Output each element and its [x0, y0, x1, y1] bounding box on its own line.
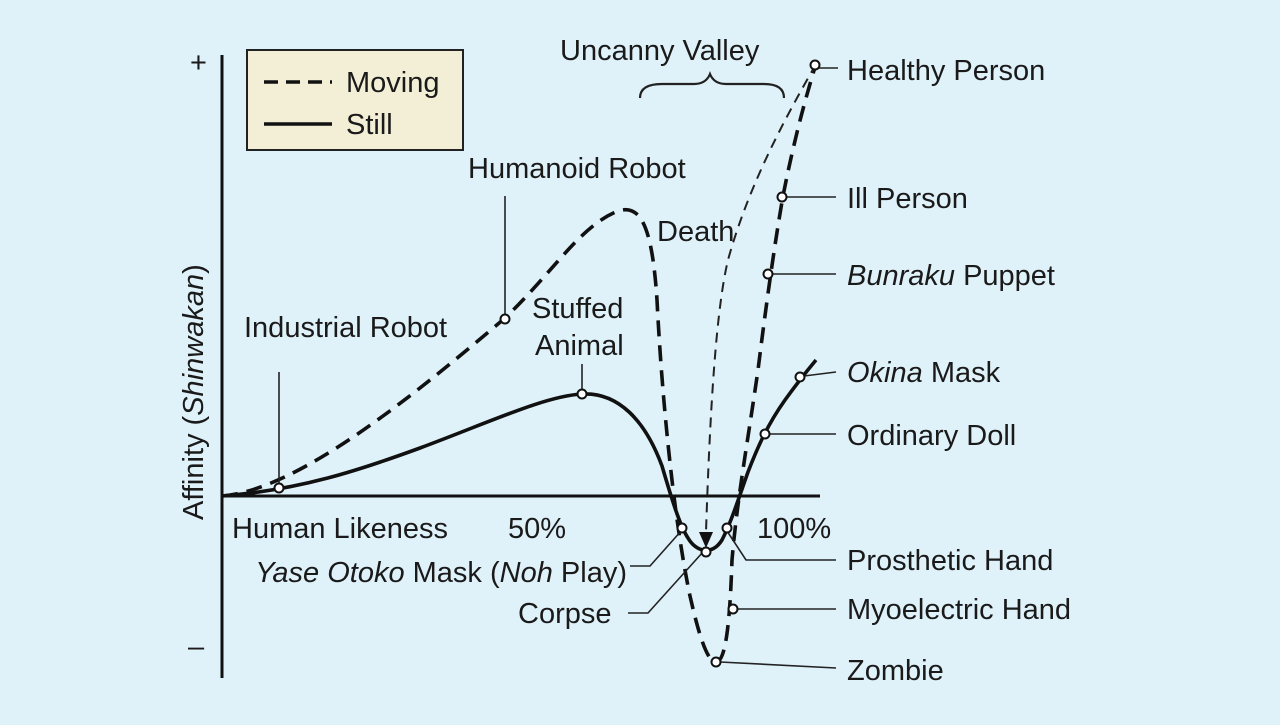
zombie-label: Zombie: [847, 655, 944, 687]
prosthetic-hand-leader: [726, 530, 836, 561]
death-arrowhead: [699, 532, 713, 548]
legend: Moving Still: [246, 49, 464, 151]
moving-curve: [221, 63, 818, 664]
okina-point: [794, 371, 806, 383]
ordinary-doll-label: Ordinary Doll: [847, 420, 1016, 452]
yase-otoko-leader: [630, 529, 683, 567]
uncanny-valley-brace: [638, 71, 786, 99]
prosthetic-hand-label: Prosthetic Hand: [847, 545, 1053, 577]
okina-mask-label: Okina Mask: [847, 357, 1001, 389]
ordinary-doll-point: [759, 428, 771, 440]
ill-person-label: Ill Person: [847, 183, 968, 215]
death-arrow-line: [705, 63, 817, 533]
zombie-point: [710, 656, 722, 668]
corpse-label: Corpse: [518, 598, 612, 630]
bunraku-puppet-label: Bunraku Puppet: [847, 260, 1055, 292]
corpse-point: [700, 546, 712, 558]
healthy-person-label: Healthy Person: [847, 55, 1045, 87]
yase-otoko-mask-label: Yase Otoko Mask (Noh Play): [255, 557, 627, 589]
ill-person-point: [776, 191, 788, 203]
myoelectric-hand-label: Myoelectric Hand: [847, 594, 1071, 626]
x-axis-label: Human Likeness: [232, 513, 448, 545]
y-axis-plus: +: [190, 47, 207, 79]
x-axis-tick-50: 50%: [508, 513, 566, 545]
x-axis-tick-100: 100%: [757, 513, 831, 545]
industrial-robot-point: [273, 482, 285, 494]
legend-box: [246, 49, 464, 151]
healthy-person-point: [809, 59, 821, 71]
legend-moving-label: Moving: [346, 67, 440, 99]
prosthetic-hand-point: [721, 522, 733, 534]
okina-leader: [803, 371, 837, 377]
industrial-robot-label: Industrial Robot: [244, 312, 447, 344]
y-axis-label: Affinity (Shinwakan): [178, 264, 210, 520]
stuffed-animal-label-line1: Stuffed: [532, 293, 623, 325]
zombie-leader: [719, 661, 837, 669]
bunraku-point: [762, 268, 774, 280]
stuffed-animal-label-line2: Animal: [535, 330, 624, 362]
yase-otoko-point: [676, 522, 688, 534]
death-label: Death: [657, 216, 734, 248]
y-axis-minus: –: [188, 631, 205, 663]
humanoid-robot-label: Humanoid Robot: [468, 153, 686, 185]
uncanny-valley-title: Uncanny Valley: [560, 35, 760, 67]
myoelectric-hand-point: [727, 603, 739, 615]
humanoid-robot-point: [499, 313, 511, 325]
legend-still-label: Still: [346, 109, 393, 141]
corpse-leader: [628, 551, 704, 614]
stuffed-animal-point: [576, 388, 588, 400]
still-curve: [221, 358, 818, 553]
